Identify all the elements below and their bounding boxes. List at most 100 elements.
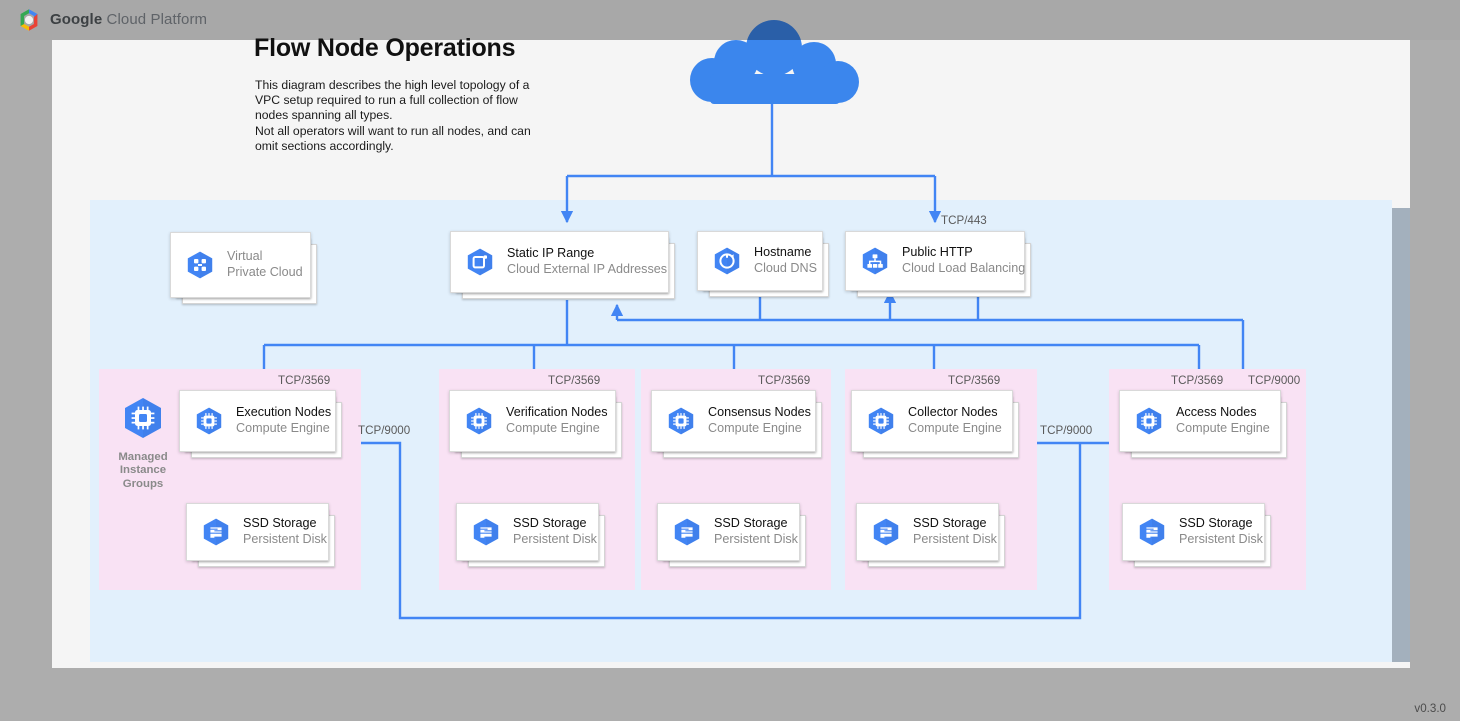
port-label-access-9000: TCP/9000 bbox=[1248, 374, 1301, 387]
external-ip-icon bbox=[465, 247, 495, 277]
version-label: v0.3.0 bbox=[1414, 702, 1446, 715]
managed-instance-groups-label: Managed Instance Groups bbox=[118, 451, 168, 490]
card-title: SSD Storage bbox=[513, 516, 587, 531]
card-face: Verification Nodes Compute Engine bbox=[449, 390, 616, 452]
card-title: Consensus Nodes bbox=[708, 405, 811, 420]
compute-engine-icon bbox=[1134, 406, 1164, 436]
app-header: Google Cloud Platform bbox=[0, 0, 1460, 40]
persistent-disk-icon bbox=[201, 517, 231, 547]
persistent-disk-icon bbox=[471, 517, 501, 547]
node-verification-nodes[interactable]: Verification Nodes Compute Engine bbox=[449, 390, 622, 458]
card-text: Virtual Private Cloud bbox=[227, 249, 303, 281]
compute-engine-icon bbox=[125, 398, 161, 438]
card-subtitle: Compute Engine bbox=[236, 421, 330, 435]
node-access-nodes[interactable]: Access Nodes Compute Engine bbox=[1119, 390, 1287, 458]
card-subtitle: Persistent Disk bbox=[513, 532, 597, 546]
card-face: SSD Storage Persistent Disk bbox=[456, 503, 599, 561]
port-label-access-3569: TCP/3569 bbox=[1171, 374, 1224, 387]
card-subtitle: Cloud Load Balancing bbox=[902, 261, 1026, 275]
card-face: SSD Storage Persistent Disk bbox=[657, 503, 800, 561]
card-text: Consensus Nodes Compute Engine bbox=[708, 405, 811, 437]
card-face: Consensus Nodes Compute Engine bbox=[651, 390, 816, 452]
card-title: Static IP Range bbox=[507, 246, 595, 261]
node-execution-nodes[interactable]: Execution Nodes Compute Engine bbox=[179, 390, 342, 458]
card-face: SSD Storage Persistent Disk bbox=[1122, 503, 1265, 561]
card-text: Collector Nodes Compute Engine bbox=[908, 405, 1002, 437]
node-execution-ssd-storage[interactable]: SSD Storage Persistent Disk bbox=[186, 503, 335, 567]
node-static-ip-range[interactable]: Static IP Range Cloud External IP Addres… bbox=[450, 231, 675, 299]
node-collector-ssd-storage[interactable]: SSD Storage Persistent Disk bbox=[856, 503, 1005, 567]
node-access-ssd-storage[interactable]: SSD Storage Persistent Disk bbox=[1122, 503, 1271, 567]
page-description: This diagram describes the high level to… bbox=[255, 78, 531, 153]
cloud-dns-icon bbox=[712, 246, 742, 276]
card-face: Static IP Range Cloud External IP Addres… bbox=[450, 231, 669, 293]
brand-rest: Cloud Platform bbox=[102, 11, 208, 28]
card-title: SSD Storage bbox=[913, 516, 987, 531]
card-subtitle: Private Cloud bbox=[227, 265, 303, 279]
port-label-consensus-3569: TCP/3569 bbox=[758, 374, 811, 387]
card-title: SSD Storage bbox=[714, 516, 788, 531]
node-public-http[interactable]: Public HTTP Cloud Load Balancing bbox=[845, 231, 1031, 297]
page-title: Flow Node Operations bbox=[254, 34, 516, 62]
card-text: Public HTTP Cloud Load Balancing bbox=[902, 245, 1025, 277]
internet-cloud-icon bbox=[680, 18, 868, 114]
node-virtual-private-cloud[interactable]: Virtual Private Cloud bbox=[170, 232, 317, 304]
card-subtitle: Compute Engine bbox=[1176, 421, 1270, 435]
card-title: Hostname bbox=[754, 245, 812, 260]
card-subtitle: Persistent Disk bbox=[714, 532, 798, 546]
node-verification-ssd-storage[interactable]: SSD Storage Persistent Disk bbox=[456, 503, 605, 567]
card-text: SSD Storage Persistent Disk bbox=[714, 516, 798, 548]
port-label-collector-3569: TCP/3569 bbox=[948, 374, 1001, 387]
managed-instance-groups: Managed Instance Groups bbox=[118, 396, 168, 491]
card-text: SSD Storage Persistent Disk bbox=[513, 516, 597, 548]
virtual-private-cloud-icon bbox=[185, 250, 215, 280]
compute-engine-icon bbox=[464, 406, 494, 436]
card-title: Verification Nodes bbox=[506, 405, 608, 420]
node-collector-nodes[interactable]: Collector Nodes Compute Engine bbox=[851, 390, 1019, 458]
card-face: Public HTTP Cloud Load Balancing bbox=[845, 231, 1025, 291]
node-consensus-nodes[interactable]: Consensus Nodes Compute Engine bbox=[651, 390, 822, 458]
port-label-execution-3569: TCP/3569 bbox=[278, 374, 331, 387]
card-face: Execution Nodes Compute Engine bbox=[179, 390, 336, 452]
port-label-execution-9000: TCP/9000 bbox=[358, 424, 411, 437]
card-face: Hostname Cloud DNS bbox=[697, 231, 823, 291]
card-subtitle: Compute Engine bbox=[506, 421, 600, 435]
card-text: Access Nodes Compute Engine bbox=[1176, 405, 1270, 437]
card-text: SSD Storage Persistent Disk bbox=[913, 516, 997, 548]
node-hostname[interactable]: Hostname Cloud DNS bbox=[697, 231, 829, 297]
node-consensus-ssd-storage[interactable]: SSD Storage Persistent Disk bbox=[657, 503, 806, 567]
card-text: Hostname Cloud DNS bbox=[754, 245, 817, 277]
card-title: SSD Storage bbox=[243, 516, 317, 531]
card-subtitle: Cloud External IP Addresses bbox=[507, 262, 668, 276]
port-label-lb-443: TCP/443 bbox=[941, 214, 987, 227]
compute-engine-icon bbox=[866, 406, 896, 436]
card-face: Access Nodes Compute Engine bbox=[1119, 390, 1281, 452]
card-title: Collector Nodes bbox=[908, 405, 998, 420]
card-face: Collector Nodes Compute Engine bbox=[851, 390, 1013, 452]
persistent-disk-icon bbox=[1137, 517, 1167, 547]
load-balancing-icon bbox=[860, 246, 890, 276]
card-subtitle: Compute Engine bbox=[908, 421, 1002, 435]
card-subtitle: Compute Engine bbox=[708, 421, 802, 435]
brand-bold: Google bbox=[50, 11, 103, 28]
persistent-disk-icon bbox=[672, 517, 702, 547]
persistent-disk-icon bbox=[871, 517, 901, 547]
card-text: Static IP Range Cloud External IP Addres… bbox=[507, 246, 667, 278]
port-label-verification-3569: TCP/3569 bbox=[548, 374, 601, 387]
card-text: SSD Storage Persistent Disk bbox=[243, 516, 327, 548]
card-subtitle: Persistent Disk bbox=[913, 532, 997, 546]
card-text: Verification Nodes Compute Engine bbox=[506, 405, 608, 437]
google-cloud-hexagon-logo bbox=[16, 7, 42, 33]
card-face: SSD Storage Persistent Disk bbox=[856, 503, 999, 561]
card-face: SSD Storage Persistent Disk bbox=[186, 503, 329, 561]
vpc-region-shadow bbox=[1392, 208, 1410, 662]
card-title: SSD Storage bbox=[1179, 516, 1253, 531]
card-title: Virtual bbox=[227, 249, 263, 264]
card-title: Execution Nodes bbox=[236, 405, 332, 420]
brand-wordmark: Google Cloud Platform bbox=[50, 11, 207, 28]
card-title: Access Nodes bbox=[1176, 405, 1257, 420]
card-title: Public HTTP bbox=[902, 245, 973, 260]
card-subtitle: Persistent Disk bbox=[243, 532, 327, 546]
card-text: SSD Storage Persistent Disk bbox=[1179, 516, 1263, 548]
card-face: Virtual Private Cloud bbox=[170, 232, 311, 298]
